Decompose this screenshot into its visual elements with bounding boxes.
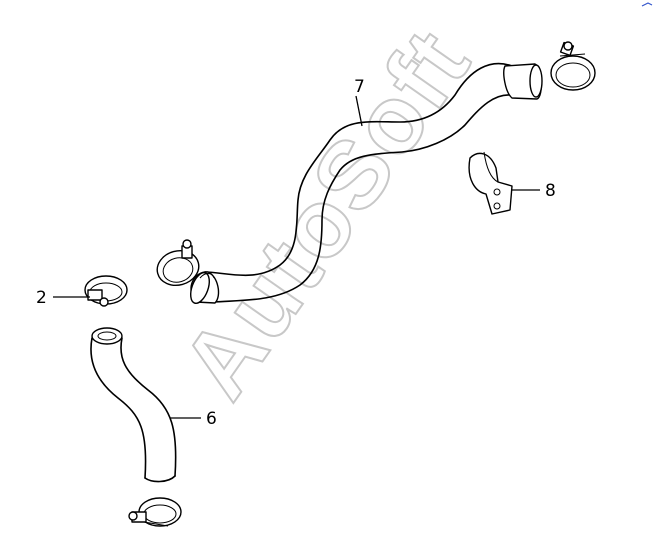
hose-clamp-2 (84, 275, 128, 307)
hose-6 (90, 327, 177, 483)
bracket-8 (468, 151, 513, 215)
callout-2: 2 (36, 288, 47, 308)
callout-6: 6 (206, 409, 217, 429)
watermark: AutoSoft (162, 11, 491, 417)
hose-clamp-middle (156, 239, 200, 286)
callout-7: 7 (354, 77, 365, 97)
hose-clamp-top-right (550, 41, 596, 91)
hose-7 (190, 62, 543, 304)
corner-mark (641, 2, 653, 7)
leader-line-7 (355, 95, 363, 127)
hose-clamp-bottom (128, 497, 182, 527)
callout-8: 8 (545, 181, 556, 201)
